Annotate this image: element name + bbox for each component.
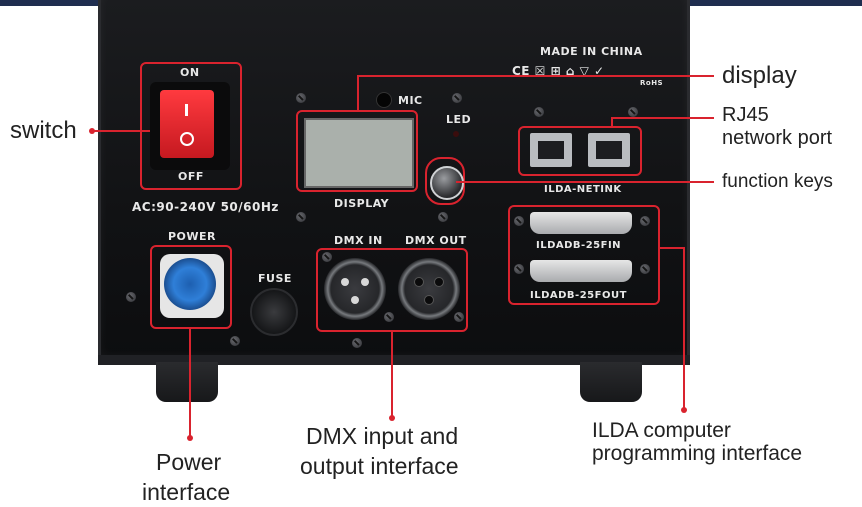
screw: [514, 264, 524, 274]
xlr-pin: [361, 278, 369, 286]
off-label: OFF: [178, 170, 204, 183]
function-knob[interactable]: [430, 166, 464, 200]
screw: [514, 216, 524, 226]
left-foot: [156, 362, 218, 402]
on-mark-icon: [185, 104, 188, 116]
led-indicator: [453, 131, 459, 137]
switch-highlight: [140, 62, 242, 190]
dmx-callout-line1: DMX input and: [306, 423, 459, 449]
screw: [296, 212, 306, 222]
power-callout-line2: interface: [142, 479, 231, 505]
lcd-display: [304, 118, 414, 188]
screw: [230, 336, 240, 346]
switch-leader-dot: [89, 128, 95, 134]
xlr-socket: [424, 295, 434, 305]
ilda-netink-label: ILDA-NETINK: [544, 184, 622, 195]
power-callout-line1: Power: [156, 449, 222, 475]
screw: [640, 264, 650, 274]
ilda-in-label: ILDADB-25FIN: [536, 240, 622, 251]
xlr-pin: [351, 296, 359, 304]
dmx-out-connector[interactable]: [398, 258, 460, 320]
voltage-label: AC:90-240V 50/60Hz: [132, 200, 279, 214]
power-highlight: [150, 245, 232, 329]
ilda-highlight: [508, 205, 660, 305]
off-mark-icon: [180, 132, 194, 146]
dmx-in-label: DMX IN: [334, 234, 383, 247]
right-foot: [580, 362, 642, 402]
screw: [452, 93, 462, 103]
dmx-leader-dot: [389, 415, 395, 421]
ilda-callout-line1: ILDA computer: [592, 419, 731, 442]
screw: [534, 107, 544, 117]
screw: [296, 93, 306, 103]
screw: [628, 107, 638, 117]
xlr-socket: [434, 277, 444, 287]
power-leader-dot: [187, 435, 193, 441]
screw: [352, 338, 362, 348]
led-label: LED: [446, 113, 472, 126]
rj45-port-2[interactable]: [588, 133, 630, 167]
made-in-label: MADE IN CHINA: [540, 45, 643, 58]
ilda-out-label: ILDADB-25FOUT: [530, 290, 627, 301]
panel-base: [98, 355, 690, 365]
display-highlight: [296, 110, 418, 192]
dmx-callout-line2: output interface: [300, 453, 459, 479]
display-label: DISPLAY: [334, 197, 390, 210]
powercon-connector[interactable]: [164, 258, 216, 310]
dmx-in-connector[interactable]: [324, 258, 386, 320]
ilda-db25-in-port[interactable]: [530, 212, 632, 234]
power-label: POWER: [168, 230, 217, 243]
screw: [438, 212, 448, 222]
rj45-callout-line1: RJ45: [722, 104, 769, 126]
ilda-leader-dot: [681, 407, 687, 413]
xlr-pin: [341, 278, 349, 286]
ilda-db25-out-port[interactable]: [530, 260, 632, 282]
dmx-out-label: DMX OUT: [405, 234, 467, 247]
xlr-socket: [414, 277, 424, 287]
display-callout: display: [722, 62, 797, 89]
screw: [640, 216, 650, 226]
mic-hole: [376, 92, 392, 108]
on-label: ON: [180, 66, 200, 79]
screw: [454, 312, 464, 322]
function-keys-callout: function keys: [722, 171, 833, 192]
rj45-highlight: [518, 126, 642, 176]
ilda-callout-line2: programming interface: [592, 442, 803, 465]
rj45-callout-line2: network port: [722, 127, 833, 149]
dmx-highlight: [316, 248, 468, 332]
mic-label: MIC: [398, 94, 423, 107]
rocker-switch[interactable]: [160, 90, 214, 158]
screw: [322, 252, 332, 262]
certification-marks: CE ☒ ⊞ ⌂ ▽ ✓: [512, 64, 605, 78]
fuse-label: FUSE: [258, 272, 292, 285]
fuse-holder[interactable]: [250, 288, 298, 336]
rohs-label: RoHS: [640, 79, 664, 87]
rj45-port-1[interactable]: [530, 133, 572, 167]
switch-callout: switch: [10, 117, 77, 144]
screw: [384, 312, 394, 322]
ground-screw: [126, 292, 136, 302]
